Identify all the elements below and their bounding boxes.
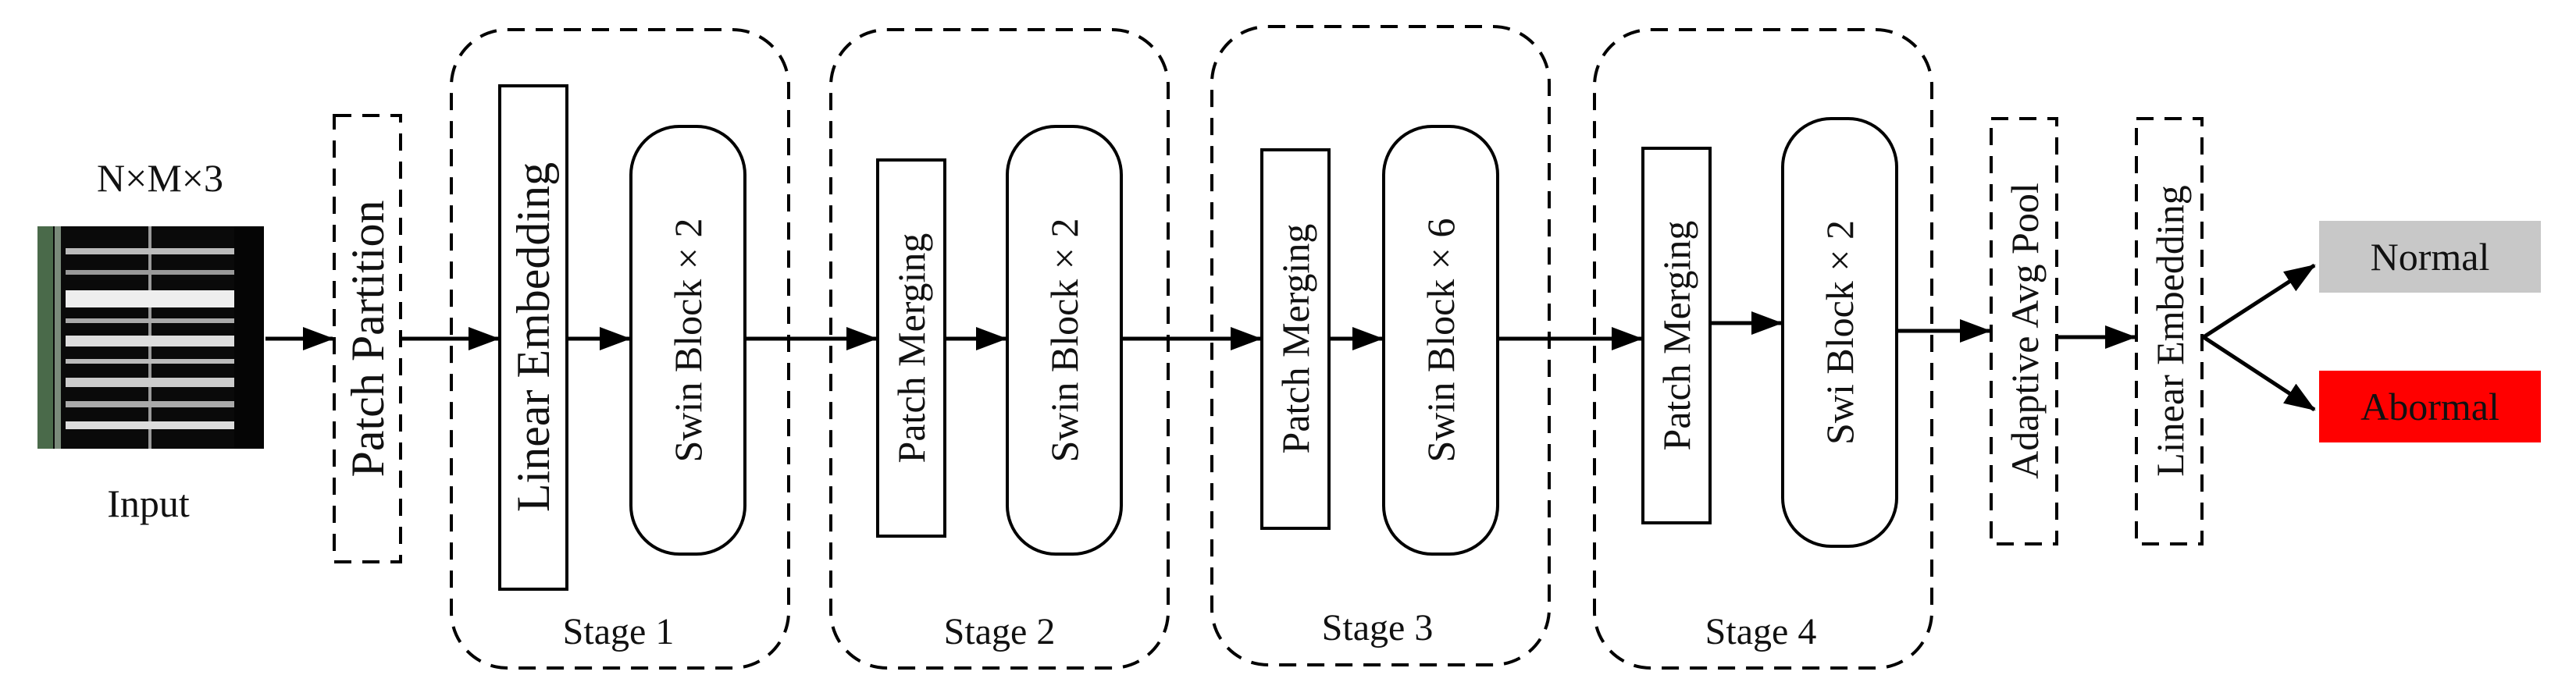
stage-1-label: Stage 1 (563, 611, 675, 652)
arrow-to-abnormal-output (2202, 335, 2316, 412)
patch-partition-label: Patch Partition (342, 201, 394, 478)
patch-merging-stage-4-label: Patch Merging (1655, 221, 1698, 451)
patch-merging-stage-4-box (1641, 147, 1712, 524)
patch-merging-stage-2-label: Patch Merging (889, 233, 933, 464)
stage-2-label: Stage 2 (944, 611, 1056, 652)
linear-embedding-2-box (2135, 117, 2204, 545)
swin-block-stage-3-label: Swin Block × 6 (1419, 219, 1463, 463)
input-caption: Input (107, 481, 190, 525)
output-normal-box (2319, 221, 2541, 293)
stage-3-container (1210, 25, 1551, 666)
adaptive-avg-pool-label: Adaptive Avg Pool (2003, 183, 2047, 479)
patch-merging-stage-3-label: Patch Merging (1274, 224, 1317, 454)
swin-block-stage-1-label: Swin Block × 2 (666, 219, 710, 463)
output-abnormal-label: Abormal (2360, 385, 2499, 428)
linear-embedding-2-label: Linear Embedding (2148, 185, 2192, 477)
stage-3-label: Stage 3 (1322, 607, 1434, 648)
output-normal-label: Normal (2371, 235, 2490, 279)
stage-2-container (829, 28, 1170, 670)
arrow-to-normal-output (2202, 263, 2316, 339)
input-spectrogram-image (37, 226, 264, 449)
adaptive-avg-pool-box (1990, 117, 2058, 545)
swin-block-stage-2-label: Swin Block × 2 (1042, 219, 1086, 463)
input-dimension-label: N×M×3 (97, 156, 223, 200)
swin-block-stage-4-label: Swi Block × 2 (1818, 220, 1862, 445)
stage-1-container (450, 28, 790, 670)
stage-4-label: Stage 4 (1705, 611, 1817, 652)
patch-merging-stage-2-box (876, 158, 946, 538)
stage-4-container (1593, 28, 1933, 670)
output-abnormal-box (2319, 371, 2541, 442)
linear-embedding-1-label: Linear Embedding (508, 162, 559, 512)
